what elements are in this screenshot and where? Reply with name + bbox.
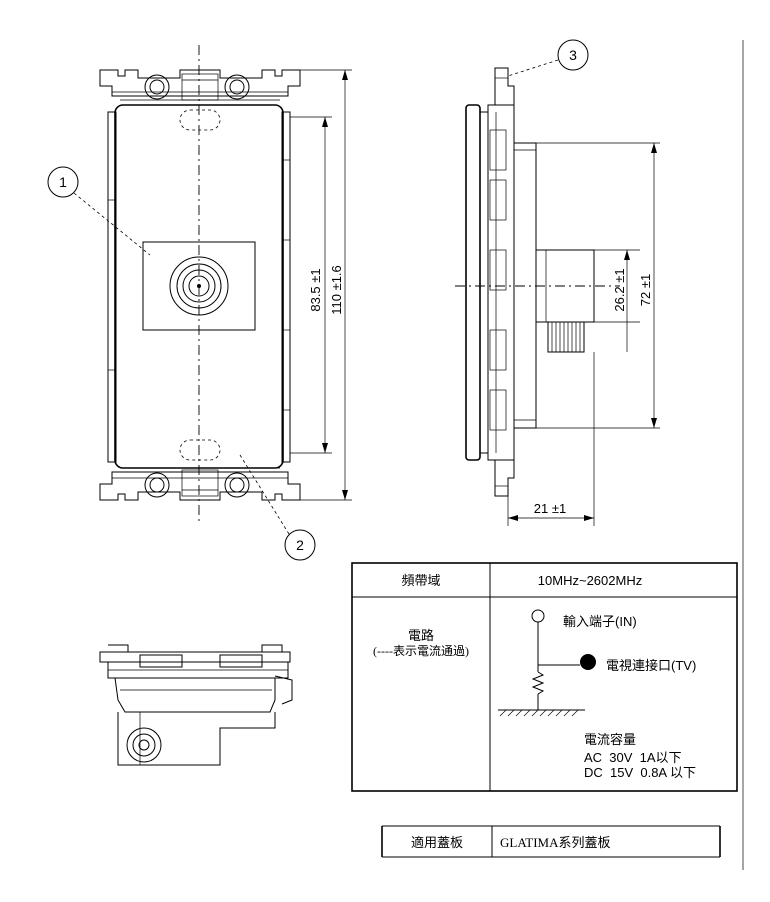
callout-2-label: 2	[296, 537, 304, 553]
screw-hole-bottom-right	[224, 472, 250, 498]
spec-table: 頻帶域 10MHz~2602MHz 電路 (----表示電流通過) 輸入端子(I…	[351, 562, 738, 792]
callout-3-circle	[557, 39, 589, 71]
top-mounting-bracket	[99, 69, 301, 97]
spec-table-border	[351, 562, 738, 792]
cover-table: 適用蓋板 GLATIMA系列蓋板	[381, 825, 721, 858]
tv-port-icon	[580, 654, 596, 670]
screw-hole-top-left	[144, 74, 170, 100]
band-value: 10MHz~2602MHz	[538, 573, 642, 588]
callout-2-circle	[284, 529, 316, 561]
dim-side-small: 26.2 ±1	[612, 268, 627, 311]
input-terminal-label: 輸入端子(IN)	[563, 614, 637, 629]
cover-value: GLATIMA系列蓋板	[500, 835, 611, 850]
callout-3-label: 3	[569, 47, 577, 63]
bottom-rear-block	[117, 712, 276, 766]
circuit-label-line1: 電路	[408, 628, 434, 643]
bottom-base	[114, 677, 276, 713]
callout-1-label: 1	[59, 174, 67, 190]
resistor-icon	[531, 671, 545, 695]
callout-1-circle	[47, 166, 79, 198]
front-view: 83.5 ±1 110 ±1.6 1 2	[47, 45, 352, 561]
capacity-title: 電流容量	[584, 732, 636, 747]
side-view: 26.2 ±1 72 ±1 21 ±1 3	[455, 39, 660, 526]
screw-hole-top-right	[224, 74, 250, 100]
capacity-dc: DC 15V 0.8A 以下	[584, 765, 696, 780]
circuit-label-line2: (----表示電流通過)	[373, 644, 469, 658]
side-body	[487, 104, 515, 461]
bottom-mounting-bracket	[99, 471, 301, 501]
dim-depth: 21 ±1	[534, 501, 566, 516]
band-label: 頻帶域	[401, 573, 440, 588]
side-front-plate	[465, 104, 481, 461]
tv-port-label: 電視連接口(TV)	[606, 658, 696, 673]
input-terminal-icon	[531, 609, 545, 623]
side-rear-housing	[513, 142, 537, 429]
bottom-connector-outer	[126, 727, 162, 763]
side-threaded-stub	[547, 321, 585, 353]
screw-hole-bottom-left	[144, 472, 170, 498]
cover-label: 適用蓋板	[411, 835, 463, 850]
dim-height-outer: 110 ±1.6	[329, 265, 344, 315]
bottom-view	[99, 644, 293, 766]
dim-side-large: 72 ±1	[638, 274, 653, 306]
capacity-ac: AC 30V 1A以下	[584, 750, 682, 765]
dim-height-inner: 83.5 ±1	[308, 268, 323, 311]
